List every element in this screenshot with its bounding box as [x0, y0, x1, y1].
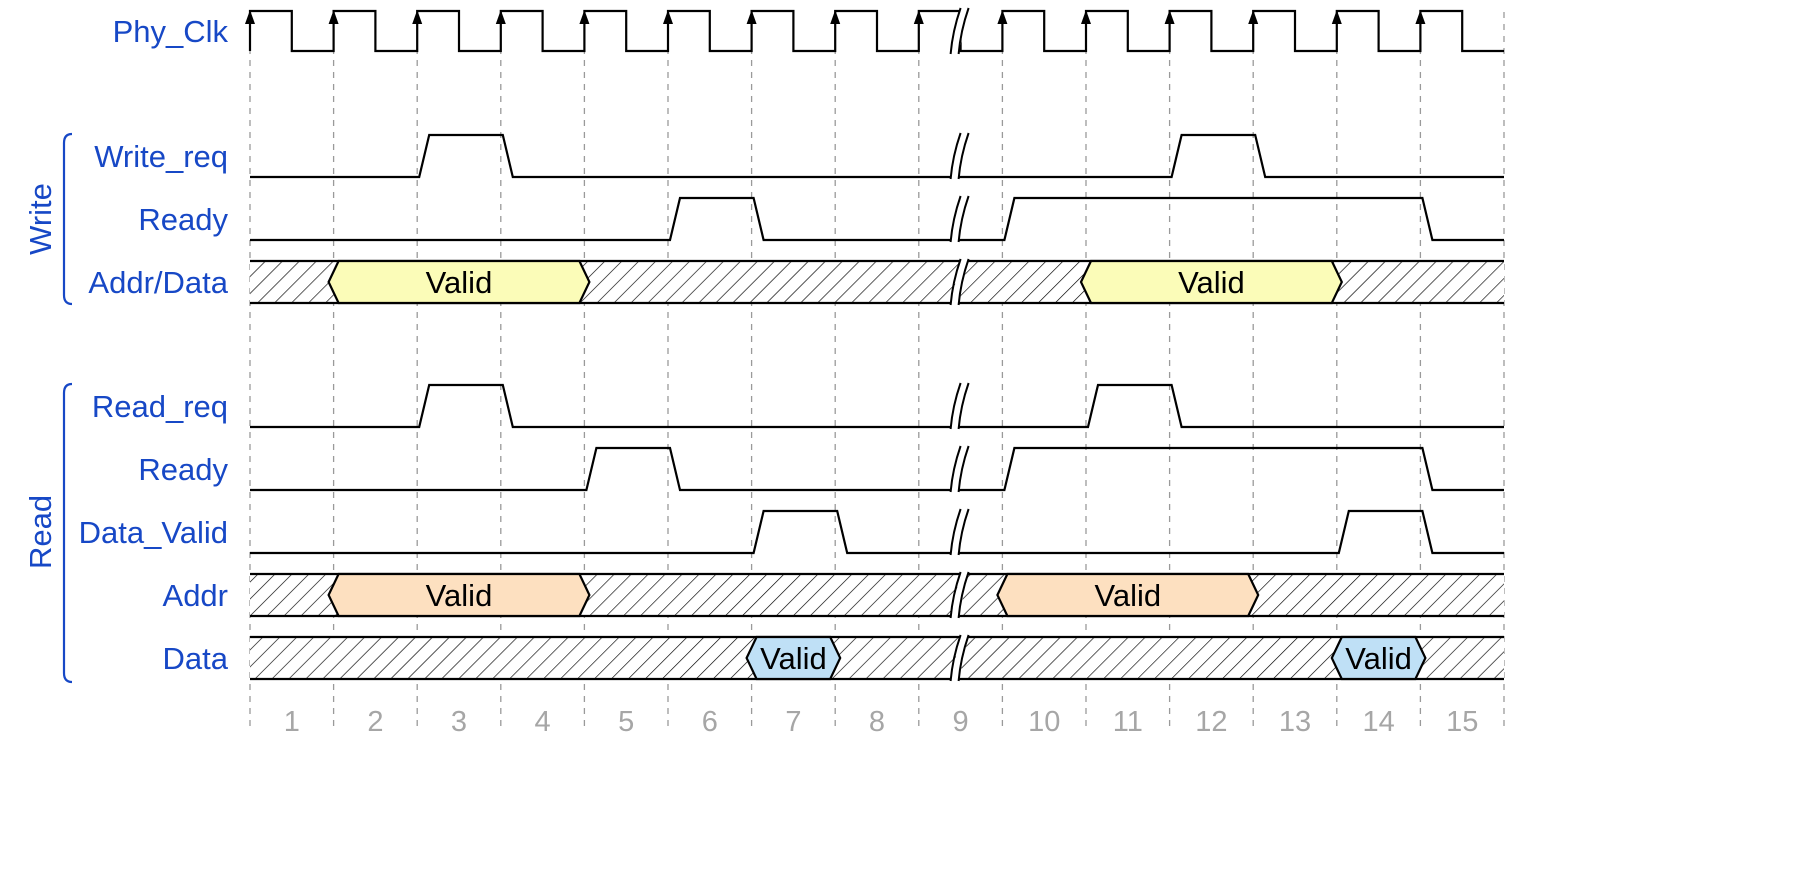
cycle-number: 11 [1113, 706, 1143, 738]
read_data_valid-waveform [250, 509, 1504, 555]
write-group-label: Write [23, 183, 58, 255]
write_req-waveform [250, 133, 1504, 179]
break-mark [949, 445, 970, 493]
clock-waveform [248, 9, 1504, 53]
cycle-number: 8 [869, 706, 885, 738]
time-break-marks [949, 7, 970, 682]
read_req-waveform [250, 383, 1504, 429]
break-stroke [949, 195, 962, 243]
read_data-invalid-region [250, 637, 1504, 679]
write_addr_data-valid-window [327, 259, 591, 305]
rising-edge-arrow [579, 10, 590, 24]
break-stroke [949, 7, 962, 55]
read_addr-valid-label: Valid [1094, 578, 1161, 613]
read_ready-waveform [250, 446, 1504, 492]
break-mark [949, 571, 970, 619]
read_data_valid-label: Data_Valid [79, 515, 228, 550]
cycle-number: 6 [702, 706, 718, 738]
write-group-brace [62, 132, 73, 306]
break-stroke [957, 195, 970, 243]
read_addr-valid-window [996, 572, 1260, 618]
break-mark [949, 508, 970, 556]
break-mark [949, 132, 970, 180]
rising-edge-arrow [746, 10, 757, 24]
cycle-number: 9 [953, 706, 969, 738]
break-mark [949, 7, 970, 55]
read_data-valid-label: Valid [760, 641, 827, 676]
break-stroke [949, 571, 962, 619]
break-stroke [957, 132, 970, 180]
write_ready-waveform [250, 196, 1504, 242]
break-stroke [949, 445, 962, 493]
write_addr_data-valid-label: Valid [1178, 265, 1245, 300]
read_ready-label: Ready [138, 452, 228, 487]
break-mark [949, 382, 970, 430]
cycle-number: 5 [618, 706, 634, 738]
rising-edge-arrow [1415, 10, 1426, 24]
rising-edge-arrow [830, 10, 841, 24]
rising-edge-arrow [1164, 10, 1175, 24]
rising-edge-arrow [328, 10, 339, 24]
break-stroke [949, 634, 962, 682]
rising-edge-arrow [663, 10, 673, 24]
rising-edge-arrow [412, 10, 423, 24]
rising-edge-arrow [495, 10, 506, 24]
cycle-number: 4 [535, 706, 551, 738]
rising-edge-arrow [1081, 10, 1091, 24]
cycle-number: 13 [1279, 706, 1311, 738]
write_ready-label: Ready [138, 202, 228, 237]
break-stroke [957, 508, 970, 556]
cycle-number: 12 [1195, 706, 1227, 738]
read-group-label: Read [23, 495, 58, 569]
break-mark [949, 195, 970, 243]
break-stroke [957, 445, 970, 493]
rising-edge-arrow [245, 10, 255, 24]
read-group-brace [62, 382, 73, 684]
write_addr_data-valid-window [1079, 259, 1344, 305]
read_data-valid-window [745, 635, 842, 681]
write_addr_data-label: Addr/Data [88, 265, 228, 300]
break-stroke [949, 508, 962, 556]
signal-labels: Phy_ClkWrite_reqReadyAddr/DataRead_reqRe… [23, 14, 229, 676]
write_req-label: Write_req [94, 139, 228, 174]
break-mark [949, 634, 970, 682]
cycle-number: 7 [785, 706, 801, 738]
clock-label: Phy_Clk [113, 14, 229, 49]
break-mark [949, 258, 970, 306]
cycle-number: 10 [1028, 706, 1060, 738]
read_addr-valid-label: Valid [426, 578, 493, 613]
break-stroke [949, 132, 962, 180]
rising-edge-arrow [1248, 10, 1259, 24]
rising-edge-arrow [913, 10, 924, 24]
read_addr-label: Addr [163, 578, 228, 613]
cycle-number: 3 [451, 706, 467, 738]
cycle-number: 14 [1362, 706, 1394, 738]
read_req-label: Read_req [92, 389, 228, 424]
read_data-valid-label: Valid [1345, 641, 1412, 676]
read_addr-valid-window [327, 572, 591, 618]
cycle-number: 1 [284, 706, 300, 738]
break-stroke [957, 571, 970, 619]
break-stroke [957, 634, 970, 682]
group-braces [62, 132, 73, 684]
cycle-grid [249, 12, 1505, 730]
read_data-valid-window [1330, 635, 1427, 681]
cycle-number: 2 [367, 706, 383, 738]
rising-edge-arrow [997, 10, 1008, 24]
break-stroke [957, 7, 970, 55]
write_addr_data-valid-label: Valid [426, 265, 493, 300]
break-stroke [949, 258, 962, 306]
break-stroke [957, 258, 970, 306]
break-stroke [957, 382, 970, 430]
break-stroke [949, 382, 962, 430]
read_data-label: Data [163, 641, 229, 676]
cycle-number: 15 [1446, 706, 1478, 738]
rising-edge-arrow [1331, 10, 1342, 24]
